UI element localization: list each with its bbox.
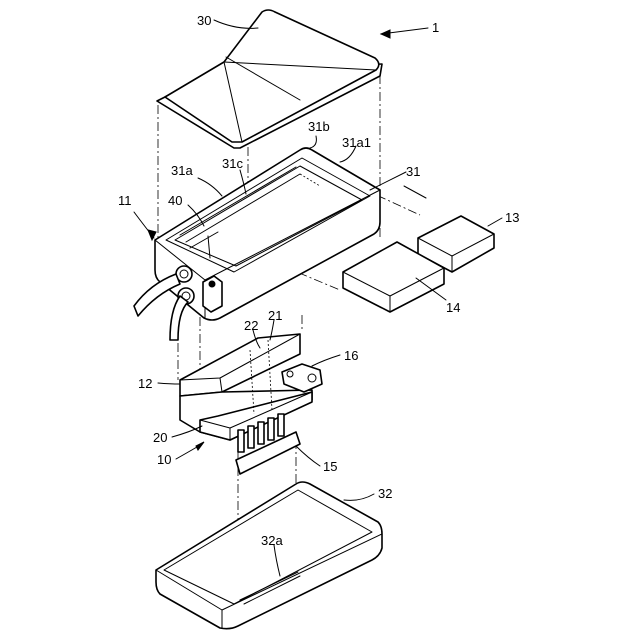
label-31a: 31a xyxy=(171,163,193,178)
label-14: 14 xyxy=(446,300,460,315)
label-11: 11 xyxy=(118,193,132,208)
label-10: 10 xyxy=(157,452,171,467)
label-16: 16 xyxy=(344,348,358,363)
label-21: 21 xyxy=(268,308,282,323)
label-1: 1 xyxy=(432,20,439,35)
label-31a1: 31a1 xyxy=(342,135,371,150)
bracket-16 xyxy=(282,364,322,392)
label-20: 20 xyxy=(153,430,167,445)
label-12: 12 xyxy=(138,376,152,391)
label-30: 30 xyxy=(197,13,211,28)
label-13: 13 xyxy=(505,210,519,225)
bottom-cover-32 xyxy=(156,482,382,629)
label-22: 22 xyxy=(244,318,258,333)
label-31: 31 xyxy=(406,164,420,179)
label-32a: 32a xyxy=(261,533,283,548)
label-31b: 31b xyxy=(308,119,330,134)
label-40: 40 xyxy=(168,193,182,208)
lid-30 xyxy=(157,10,382,148)
label-31c: 31c xyxy=(222,156,243,171)
label-15: 15 xyxy=(323,459,337,474)
label-32: 32 xyxy=(378,486,392,501)
